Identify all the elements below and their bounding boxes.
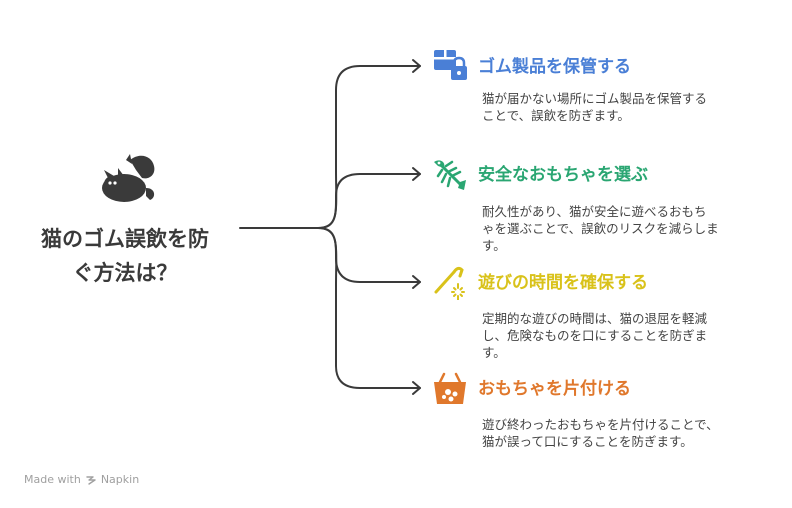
- branch-3-title: 遊びの時間を確保する: [478, 273, 648, 293]
- branch-3-desc-line-2: し、危険なものを口にすることを防ぎま: [482, 328, 708, 343]
- toy-basket-icon: [434, 372, 466, 404]
- magic-wand-icon: [434, 266, 465, 300]
- arrowhead-4: [412, 381, 421, 395]
- branch-4-title: おもちゃを片付ける: [478, 379, 631, 399]
- locked-box-icon: [434, 50, 467, 80]
- branch-2-description: 耐久性があり、猫が安全に遊べるおもち ゃを選ぶことで、誤飲のリスクを減らしま す…: [482, 203, 772, 254]
- connector-branch-1: [317, 65, 421, 229]
- arrowhead-1: [412, 59, 421, 73]
- branch-2-desc-line-3: す。: [482, 238, 506, 253]
- footer-brand: Napkin: [100, 473, 140, 486]
- center-title-line-1: 猫のゴム誤飲を防: [41, 227, 209, 251]
- branch-1-description: 猫が届かない場所にゴム製品を保管する ことで、誤飲を防ぎます。: [482, 90, 772, 124]
- arrowhead-2: [412, 167, 421, 181]
- branch-3-desc-line-3: す。: [482, 345, 506, 360]
- fish-bone-icon: [434, 160, 466, 190]
- branch-3-desc-line-1: 定期的な遊びの時間は、猫の退屈を軽減: [482, 311, 708, 326]
- connector-branch-2: [317, 173, 421, 229]
- branch-1-desc-line-2: ことで、誤飲を防ぎます。: [482, 108, 630, 123]
- center-title-line-2: ぐ方法は？: [72, 261, 178, 285]
- branch-1-title: ゴム製品を保管する: [478, 57, 631, 77]
- footer-watermark: Made with Napkin: [24, 473, 139, 486]
- footer-made-with: Made with: [24, 473, 81, 486]
- branch-2-title: 安全なおもちゃを選ぶ: [478, 165, 648, 185]
- napkin-logo-icon: [86, 475, 96, 485]
- cat-icon: [102, 154, 155, 202]
- branch-4-desc-line-1: 遊び終わったおもちゃを片付けることで、: [482, 417, 719, 432]
- arrowhead-3: [412, 275, 421, 289]
- branch-3-description: 定期的な遊びの時間は、猫の退屈を軽減 し、危険なものを口にすることを防ぎま す。: [482, 310, 772, 361]
- branch-4-description: 遊び終わったおもちゃを片付けることで、 猫が誤って口にすることを防ぎます。: [482, 416, 772, 450]
- branch-2-desc-line-1: 耐久性があり、猫が安全に遊べるおもち: [482, 204, 707, 219]
- connector-branch-4: [317, 227, 421, 389]
- center-title: 猫のゴム誤飲を防 ぐ方法は？: [20, 222, 230, 290]
- branch-1-desc-line-1: 猫が届かない場所にゴム製品を保管する: [482, 91, 708, 106]
- branch-4-desc-line-2: 猫が誤って口にすることを防ぎます。: [482, 434, 693, 449]
- branch-2-desc-line-2: ゃを選ぶことで、誤飲のリスクを減らしま: [482, 221, 719, 236]
